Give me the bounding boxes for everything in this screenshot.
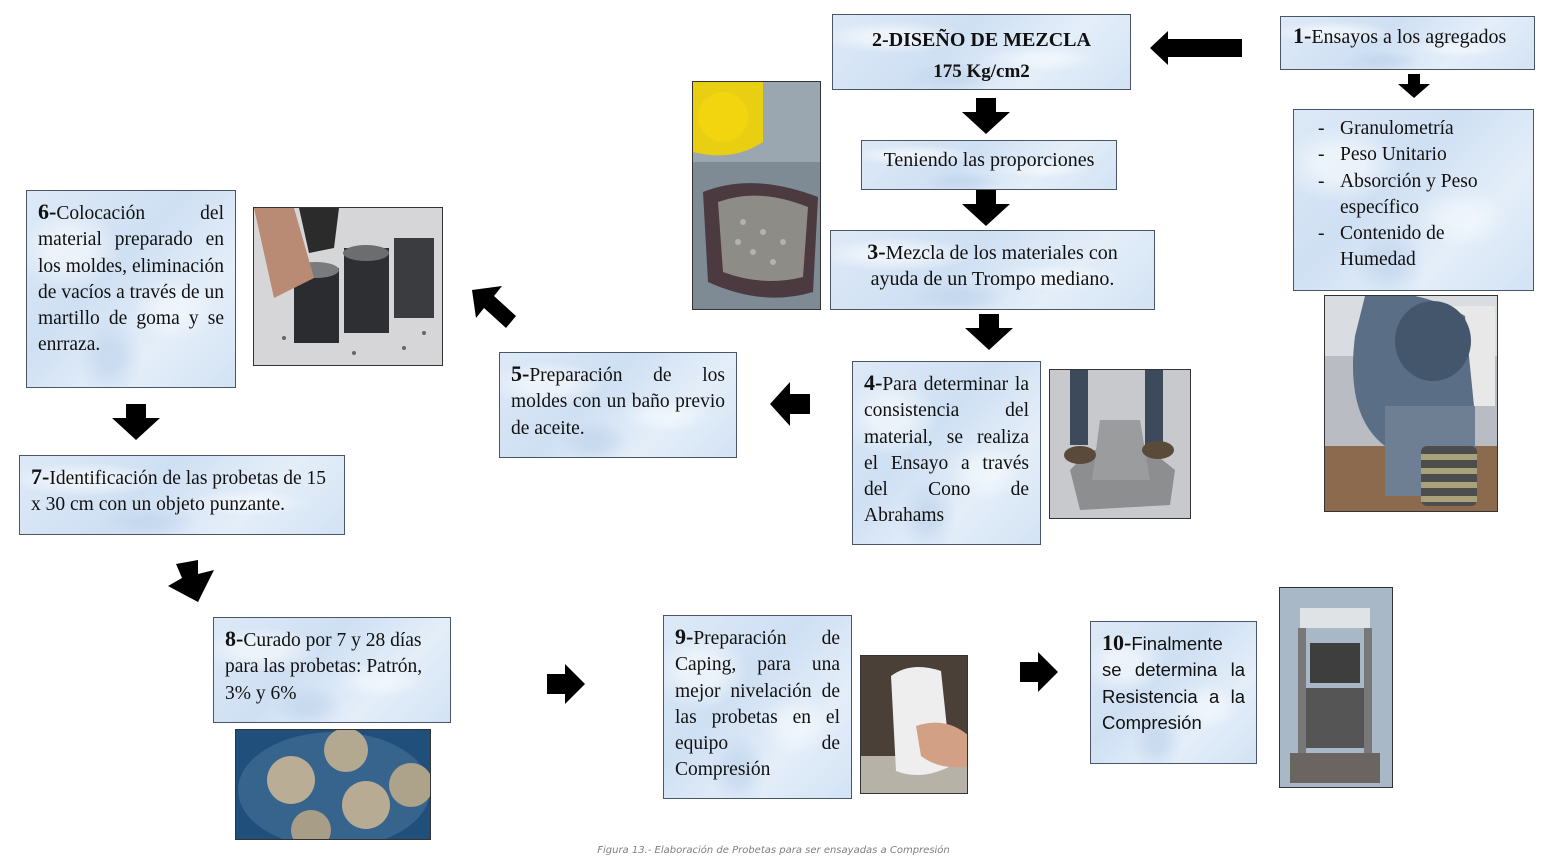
aggregate-tests-list: Granulometría Peso Unitario Absorción y …	[1306, 116, 1521, 274]
photo-slump-cone	[1049, 369, 1191, 519]
test-item: Peso Unitario	[1306, 142, 1521, 169]
step-2-title: 2-DISEÑO DE MEZCLA	[872, 29, 1091, 51]
test-item: Contenido de Humedad	[1306, 221, 1521, 274]
step-10-text: Finalmente se determina la Resistencia a…	[1102, 633, 1245, 733]
step-10-number: 10-	[1102, 630, 1132, 655]
arrow-left-icon	[770, 382, 810, 426]
step-7-number: 7-	[31, 464, 50, 489]
step-2-strength: 175 Kg/cm2	[933, 61, 1030, 82]
arrow-down-icon	[965, 314, 1013, 350]
arrow-down-icon	[1398, 74, 1430, 98]
proportions-text: Teniendo las proporciones	[883, 149, 1095, 171]
test-item: Granulometría	[1306, 116, 1521, 143]
photo-sieve-analysis	[1324, 295, 1498, 512]
step-3-text: Mezcla de los materiales con ayuda de un…	[870, 242, 1118, 291]
figure-caption: Figura 13.- Elaboración de Probetas para…	[597, 845, 950, 856]
arrow-down-icon	[962, 98, 1010, 134]
step-5-number: 5-	[511, 361, 530, 386]
arrow-left-icon	[1150, 31, 1242, 65]
step-9-box: 9-Preparación de Caping, para una mejor …	[663, 615, 852, 799]
step-5-text: Preparación de los moldes con un baño pr…	[511, 365, 725, 439]
step-4-number: 4-	[864, 370, 883, 395]
step-9-number: 9-	[675, 624, 694, 649]
photo-filling-molds	[253, 207, 443, 366]
photo-capping	[860, 655, 968, 794]
arrow-right-icon	[547, 664, 585, 704]
step-9-text: Preparación de Caping, para una mejor ni…	[675, 628, 840, 781]
step-3-number: 3-	[867, 239, 886, 264]
proportions-box: Teniendo las proporciones	[861, 140, 1117, 190]
step-6-number: 6-	[38, 199, 57, 224]
arrow-down-icon	[112, 404, 160, 440]
step-7-text: Identificación de las probetas de 15 x 3…	[31, 468, 327, 516]
aggregate-tests-box: Granulometría Peso Unitario Absorción y …	[1293, 109, 1534, 291]
test-item: Absorción y Peso específico	[1306, 169, 1521, 222]
photo-curing-tank	[235, 729, 431, 840]
step-7-box: 7-Identificación de las probetas de 15 x…	[19, 455, 345, 535]
step-2-box: 2-DISEÑO DE MEZCLA 175 Kg/cm2	[832, 14, 1131, 90]
arrow-up-left-icon	[472, 286, 516, 328]
arrow-right-icon	[1020, 652, 1058, 692]
step-1-text: Ensayos a los agregados	[1311, 26, 1507, 48]
photo-concrete-mixer	[692, 81, 821, 310]
step-3-box: 3-Mezcla de los materiales con ayuda de …	[830, 230, 1155, 310]
step-5-box: 5-Preparación de los moldes con un baño …	[499, 352, 737, 458]
step-4-box: 4-Para determinar la consistencia del ma…	[852, 361, 1041, 545]
arrow-down-right-icon	[168, 560, 214, 602]
step-6-box: 6-Colocación del material preparado en l…	[26, 190, 236, 388]
step-8-box: 8-Curado por 7 y 28 días para las probet…	[213, 617, 451, 723]
step-4-text: Para determinar la consistencia del mate…	[864, 374, 1029, 527]
arrow-down-icon	[962, 190, 1010, 226]
photo-compression-machine	[1279, 587, 1393, 788]
step-8-text: Curado por 7 y 28 días para las probetas…	[225, 630, 423, 704]
step-1-number: 1-	[1293, 23, 1312, 48]
step-1-box: 1-Ensayos a los agregados	[1280, 16, 1535, 70]
step-6-text: Colocación del material preparado en los…	[38, 203, 224, 356]
step-10-box: 10-Finalmente se determina la Resistenci…	[1090, 621, 1257, 764]
step-8-number: 8-	[225, 626, 244, 651]
